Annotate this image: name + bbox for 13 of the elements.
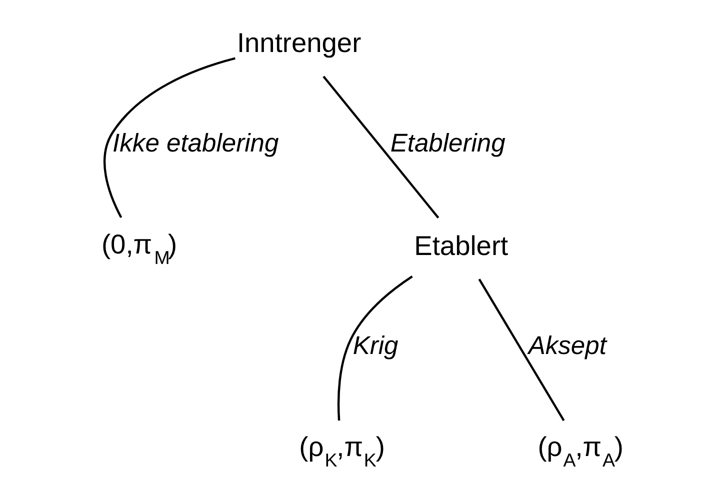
- node-text: (0,π$_{M}$): [101, 228, 178, 268]
- node-text: (ρ$_{A}$,π$_{A}$): [538, 431, 624, 471]
- edge-label: Etablering: [390, 129, 506, 158]
- node-text: (ρ$_{K}$,π$_{K}$): [299, 431, 385, 471]
- edge-label: Krig: [352, 332, 398, 360]
- connector: [103, 57, 236, 218]
- node-text: Etablert: [414, 230, 508, 261]
- edge-label: Aksept: [528, 332, 606, 360]
- edge-label: Ikke etablering: [112, 129, 279, 158]
- connector: [478, 278, 565, 422]
- connector: [322, 76, 440, 218]
- connector: [337, 276, 413, 421]
- node-text: Inntrenger: [236, 27, 362, 58]
